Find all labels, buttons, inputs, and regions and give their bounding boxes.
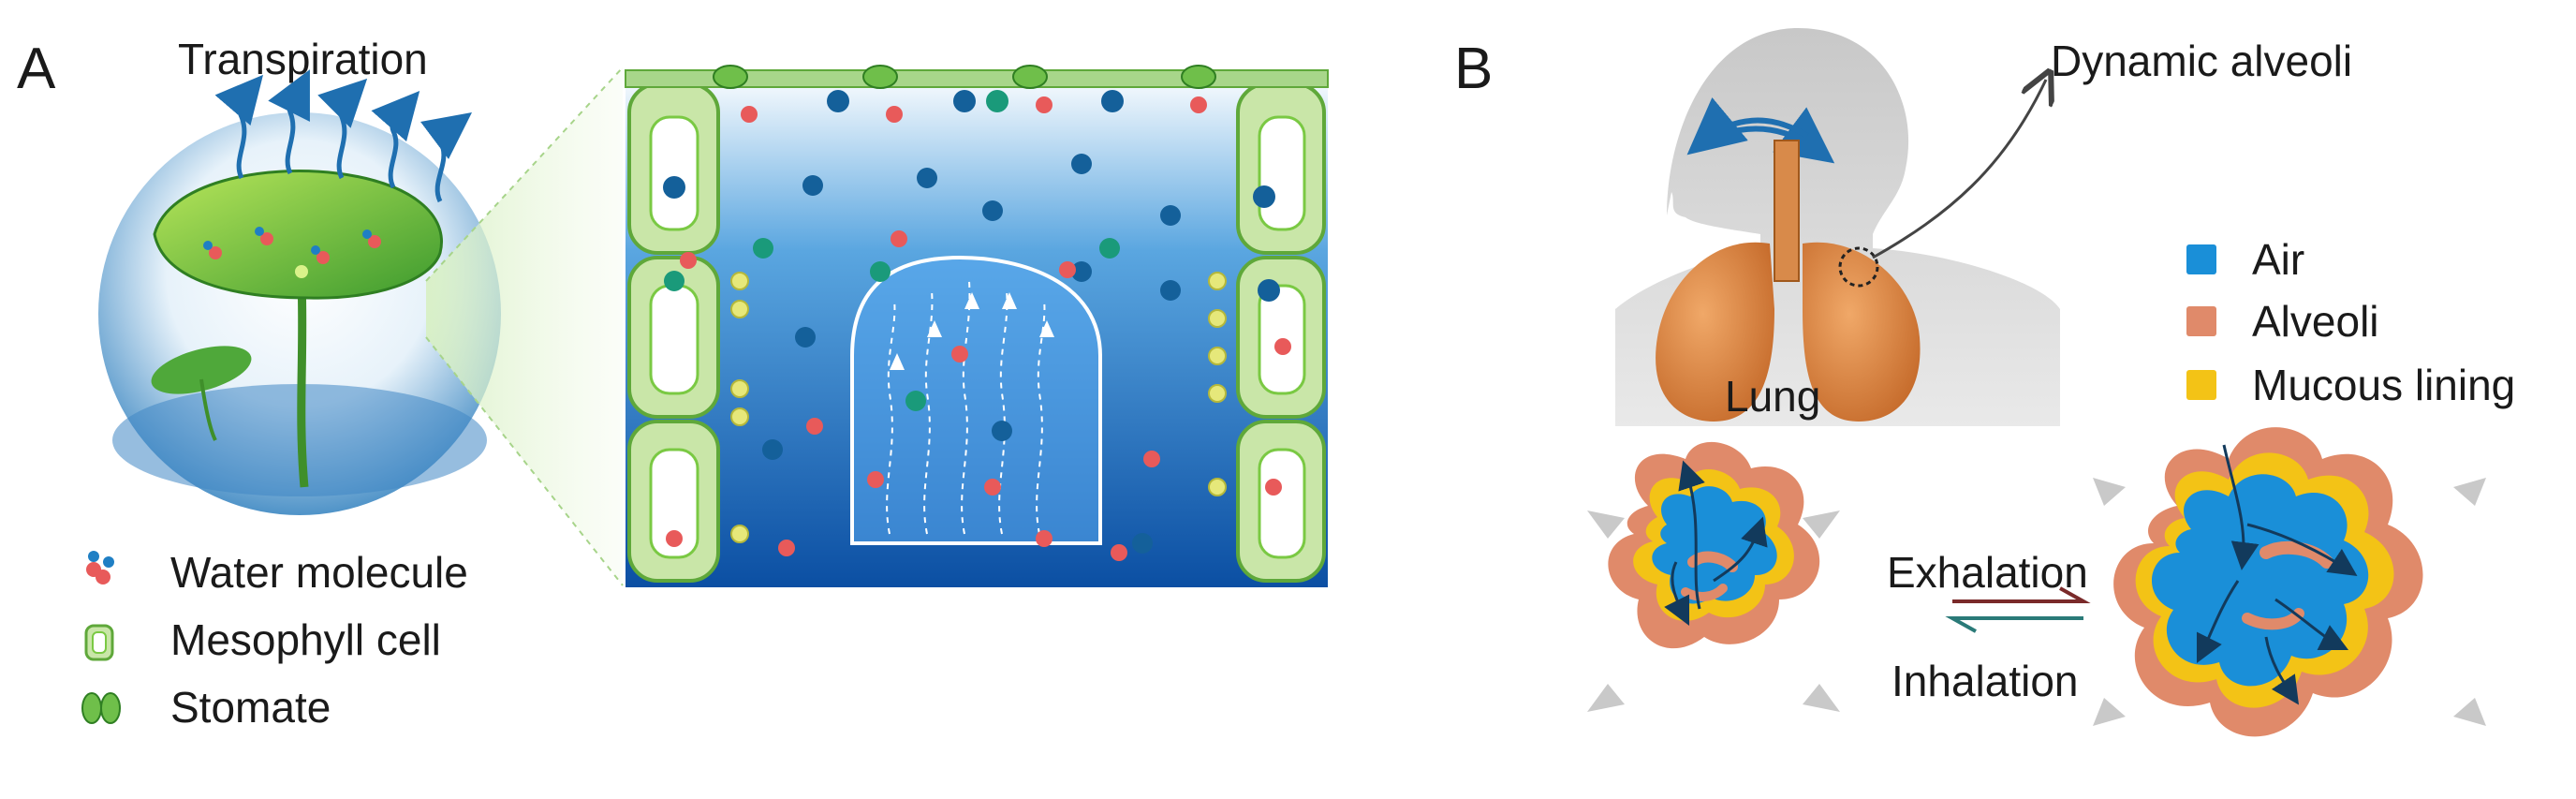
air-swatch [2186,244,2216,274]
alveolus-large [2113,427,2423,737]
legend-mucous: Mucous lining [2186,360,2515,410]
stomate-icon [81,692,121,724]
leaf-cross-section [625,65,1329,587]
exchange-arrows [1945,586,2091,633]
dynamic-alveoli-callout: Dynamic alveoli [2051,37,2353,85]
panel-b-letter: B [1454,37,1494,101]
left-lung [1656,242,1774,422]
legend-alveoli: Alveoli [2186,296,2379,347]
mucous-swatch [2186,370,2216,400]
legend-air: Air [2186,234,2304,285]
vein-dome [850,255,1102,545]
zoom-beam [426,67,623,585]
legend-water-molecule-label: Water molecule [170,548,468,597]
legend-mucous-label: Mucous lining [2252,361,2516,409]
legend-air-label: Air [2252,235,2305,284]
exhalation-label: Exhalation [1887,548,2088,597]
lotus-leaf-icon [153,170,443,300]
leaf-scene [98,69,501,515]
alveoli-swatch [2186,306,2216,336]
alveolus-small [1608,441,1820,649]
water-molecules [663,90,1291,561]
legend-alveoli-label: Alveoli [2252,297,2379,346]
alveoli-callout-circle [1838,246,1879,288]
mesophyll-cell-icon [84,624,114,661]
right-lung [1803,242,1921,422]
water-molecule-icon [86,551,114,584]
legend-mesophyll-cell-label: Mesophyll cell [170,615,441,664]
legend-stomate-label: Stomate [170,683,331,732]
panel-a-letter: A [17,37,56,101]
inhalation-label: Inhalation [1892,657,2079,705]
lung-label: Lung [1725,372,1821,421]
